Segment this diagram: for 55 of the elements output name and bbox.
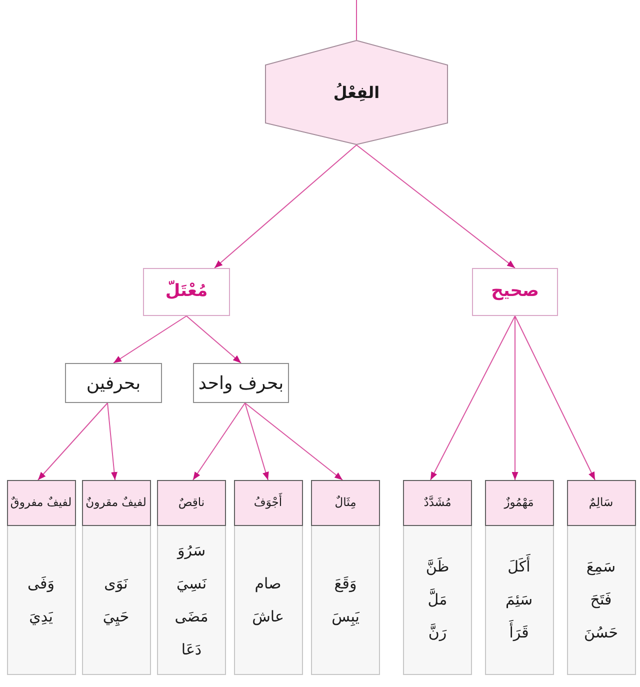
example-word: وَقَعَ bbox=[334, 572, 357, 594]
example-word: عاشَ bbox=[252, 606, 284, 628]
header-cell: سَالِمٌ bbox=[566, 480, 636, 526]
example-word: سَمِعَ bbox=[586, 556, 616, 578]
example-word: فَتَحَ bbox=[590, 589, 612, 610]
header-cell: مِثَالٌ bbox=[311, 480, 380, 526]
header-cell: أَجْوَفُ bbox=[234, 480, 302, 526]
category-box: بحرف واحد bbox=[193, 363, 289, 403]
example-column bbox=[484, 480, 554, 675]
example-word: نَوَى bbox=[104, 572, 128, 594]
example-word: سَئِمَ bbox=[505, 589, 533, 610]
arrow bbox=[430, 316, 516, 480]
example-column bbox=[6, 480, 76, 675]
arrow bbox=[192, 402, 246, 480]
header-cell: لفيفٌ مقرونٌ bbox=[82, 480, 150, 526]
example-column bbox=[82, 480, 150, 675]
arrow bbox=[107, 402, 118, 480]
example-column bbox=[403, 480, 472, 675]
example-word: يَدِيَ bbox=[29, 606, 53, 628]
arrow bbox=[214, 144, 357, 268]
example-word: قَرَأَ bbox=[509, 620, 529, 646]
example-column bbox=[157, 480, 226, 675]
example-word: دَعَا bbox=[181, 638, 202, 660]
example-column bbox=[234, 480, 302, 675]
category-box: مُعْتَلّ bbox=[143, 268, 230, 316]
example-word: ظَنَّ bbox=[426, 556, 450, 578]
example-word: حَسُنَ bbox=[584, 622, 618, 644]
arrow bbox=[113, 316, 187, 364]
example-column bbox=[566, 480, 636, 675]
example-word: حَيِيَ bbox=[102, 606, 130, 628]
example-word: يَبِسَ bbox=[332, 606, 360, 628]
example-word: مَلَّ bbox=[428, 588, 448, 610]
header-cell: لفيفٌ مفروقٌ bbox=[6, 480, 76, 526]
example-word: نَسِيَ bbox=[176, 572, 207, 594]
arrow bbox=[38, 402, 108, 480]
arrow bbox=[186, 316, 242, 364]
category-box: بحرفين bbox=[65, 363, 162, 403]
header-cell: مُشَدَّدٌ bbox=[403, 480, 472, 526]
arrow bbox=[244, 402, 269, 480]
arrow bbox=[356, 144, 516, 268]
arrow bbox=[244, 402, 343, 480]
arrow bbox=[512, 316, 518, 480]
example-word: صام bbox=[254, 572, 282, 594]
example-word: وَفَى bbox=[28, 572, 54, 594]
category-box: صحيح bbox=[472, 268, 558, 316]
example-word: رَنَّ bbox=[428, 622, 447, 644]
example-column bbox=[311, 480, 380, 675]
header-cell: مَهْمُوزٌ bbox=[484, 480, 554, 526]
header-cell: ناقِصٌ bbox=[157, 480, 226, 526]
connector-line bbox=[356, 0, 357, 40]
arrow bbox=[514, 316, 596, 480]
hexagon-box: الفِعْلُ bbox=[265, 40, 448, 145]
example-word: مَضَى bbox=[174, 606, 208, 627]
example-word: أَكَلَ bbox=[508, 554, 530, 580]
example-word: سَرُوَ bbox=[177, 540, 206, 562]
